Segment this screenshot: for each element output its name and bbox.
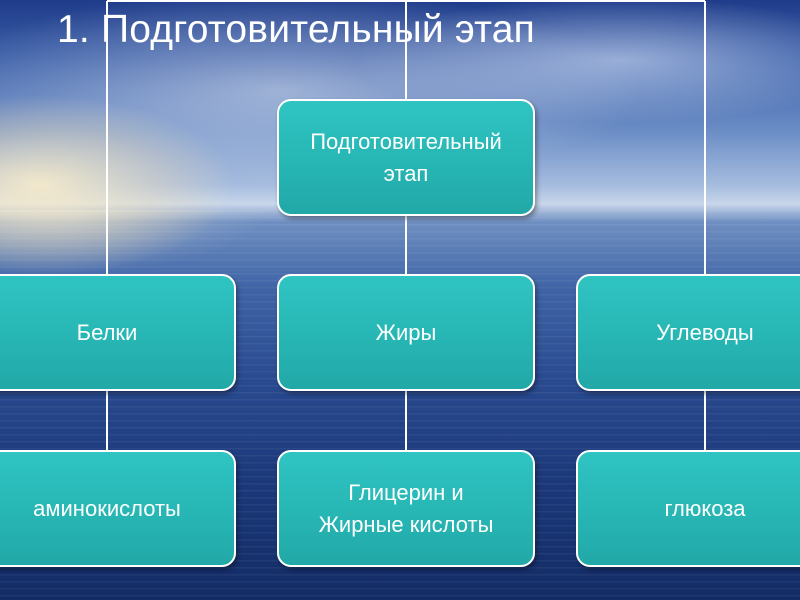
slide-title: 1. Подготовительный этап bbox=[57, 8, 535, 51]
node-fats: Жиры bbox=[277, 274, 535, 391]
node-carbohydrates: Углеводы bbox=[576, 274, 800, 391]
node-amino-acids: аминокислоты bbox=[0, 450, 236, 567]
node-glucose: глюкоза bbox=[576, 450, 800, 567]
node-proteins: Белки bbox=[0, 274, 236, 391]
node-preparatory-stage: Подготовительный этап bbox=[277, 99, 535, 216]
node-glycerol-fatty-acids: Глицерин и Жирные кислоты bbox=[277, 450, 535, 567]
